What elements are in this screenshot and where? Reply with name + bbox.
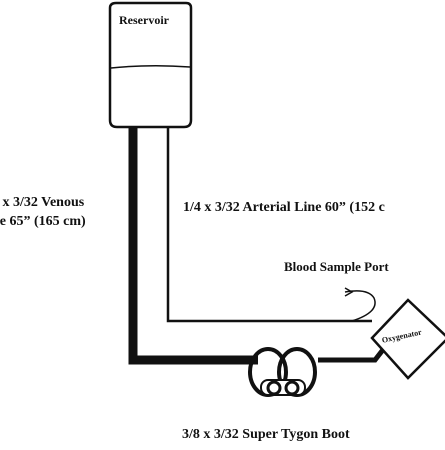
arterial-line-label: 1/4 x 3/32 Arterial Line 60” (152 c [183,200,385,215]
venous-line [128,127,258,365]
oxygenator [370,298,445,380]
tygon-boot [248,347,317,397]
tygon-boot-label: 3/8 x 3/32 Super Tygon Boot [182,427,350,442]
arterial-line [166,127,372,323]
blood-sample-port-tube [344,290,376,322]
reservoir-label: Reservoir [119,13,169,27]
reservoir-fluid-level [110,64,191,69]
venous-line-label: 3 x 3/32 Venous ne 65” (165 cm) [0,193,86,231]
venous-line-label-line2: ne 65” (165 cm) [0,214,86,229]
reservoir-bag [108,1,193,129]
blood-sample-port-arrow [344,287,354,297]
venous-line-label-line1: 3 x 3/32 Venous [0,195,85,210]
blood-sample-port-label: Blood Sample Port [284,259,389,274]
